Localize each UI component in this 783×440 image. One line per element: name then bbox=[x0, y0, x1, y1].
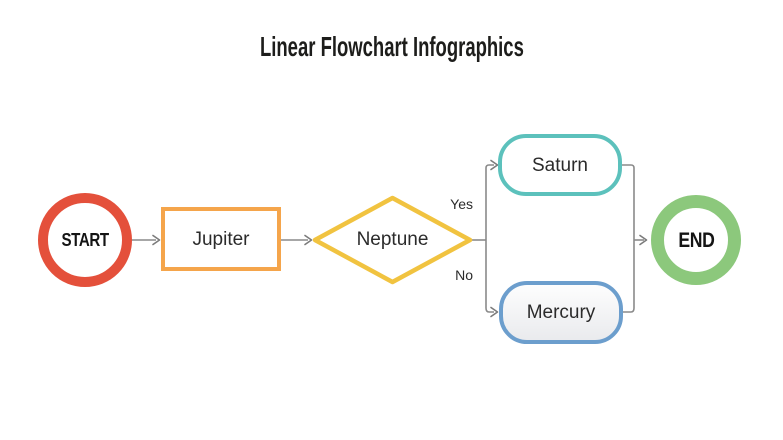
edge-label-no: No bbox=[455, 267, 473, 283]
decision-diamond-shape bbox=[312, 195, 473, 285]
node-label-mercury: Mercury bbox=[526, 302, 596, 323]
flow-node-jupiter: Jupiter bbox=[161, 207, 281, 271]
flow-node-end: END bbox=[651, 195, 741, 285]
flow-node-start: START bbox=[38, 193, 132, 287]
arrowhead-jupiter bbox=[152, 234, 161, 246]
edge-label-yes: Yes bbox=[450, 196, 473, 212]
page-title-text: Linear Flowchart Infographics bbox=[259, 31, 524, 62]
arrowhead-saturn bbox=[490, 159, 499, 171]
flow-node-saturn: Saturn bbox=[498, 134, 622, 196]
node-label-jupiter: Jupiter bbox=[192, 228, 250, 250]
connector-branch-vertical bbox=[485, 164, 494, 313]
arrowhead-end bbox=[639, 234, 648, 246]
connector-merge-vertical bbox=[622, 164, 635, 313]
arrowheads bbox=[152, 159, 648, 318]
arrowhead-mercury bbox=[490, 306, 499, 318]
flow-node-mercury: Mercury bbox=[499, 281, 623, 344]
connector-lines bbox=[131, 164, 644, 313]
node-label-neptune: Neptune bbox=[356, 229, 429, 250]
node-label-start: START bbox=[61, 230, 109, 250]
arrowhead-neptune bbox=[304, 234, 313, 246]
node-label-saturn: Saturn bbox=[532, 154, 588, 176]
node-label-end: END bbox=[678, 228, 714, 252]
page-title: Linear Flowchart Infographics bbox=[0, 30, 783, 64]
